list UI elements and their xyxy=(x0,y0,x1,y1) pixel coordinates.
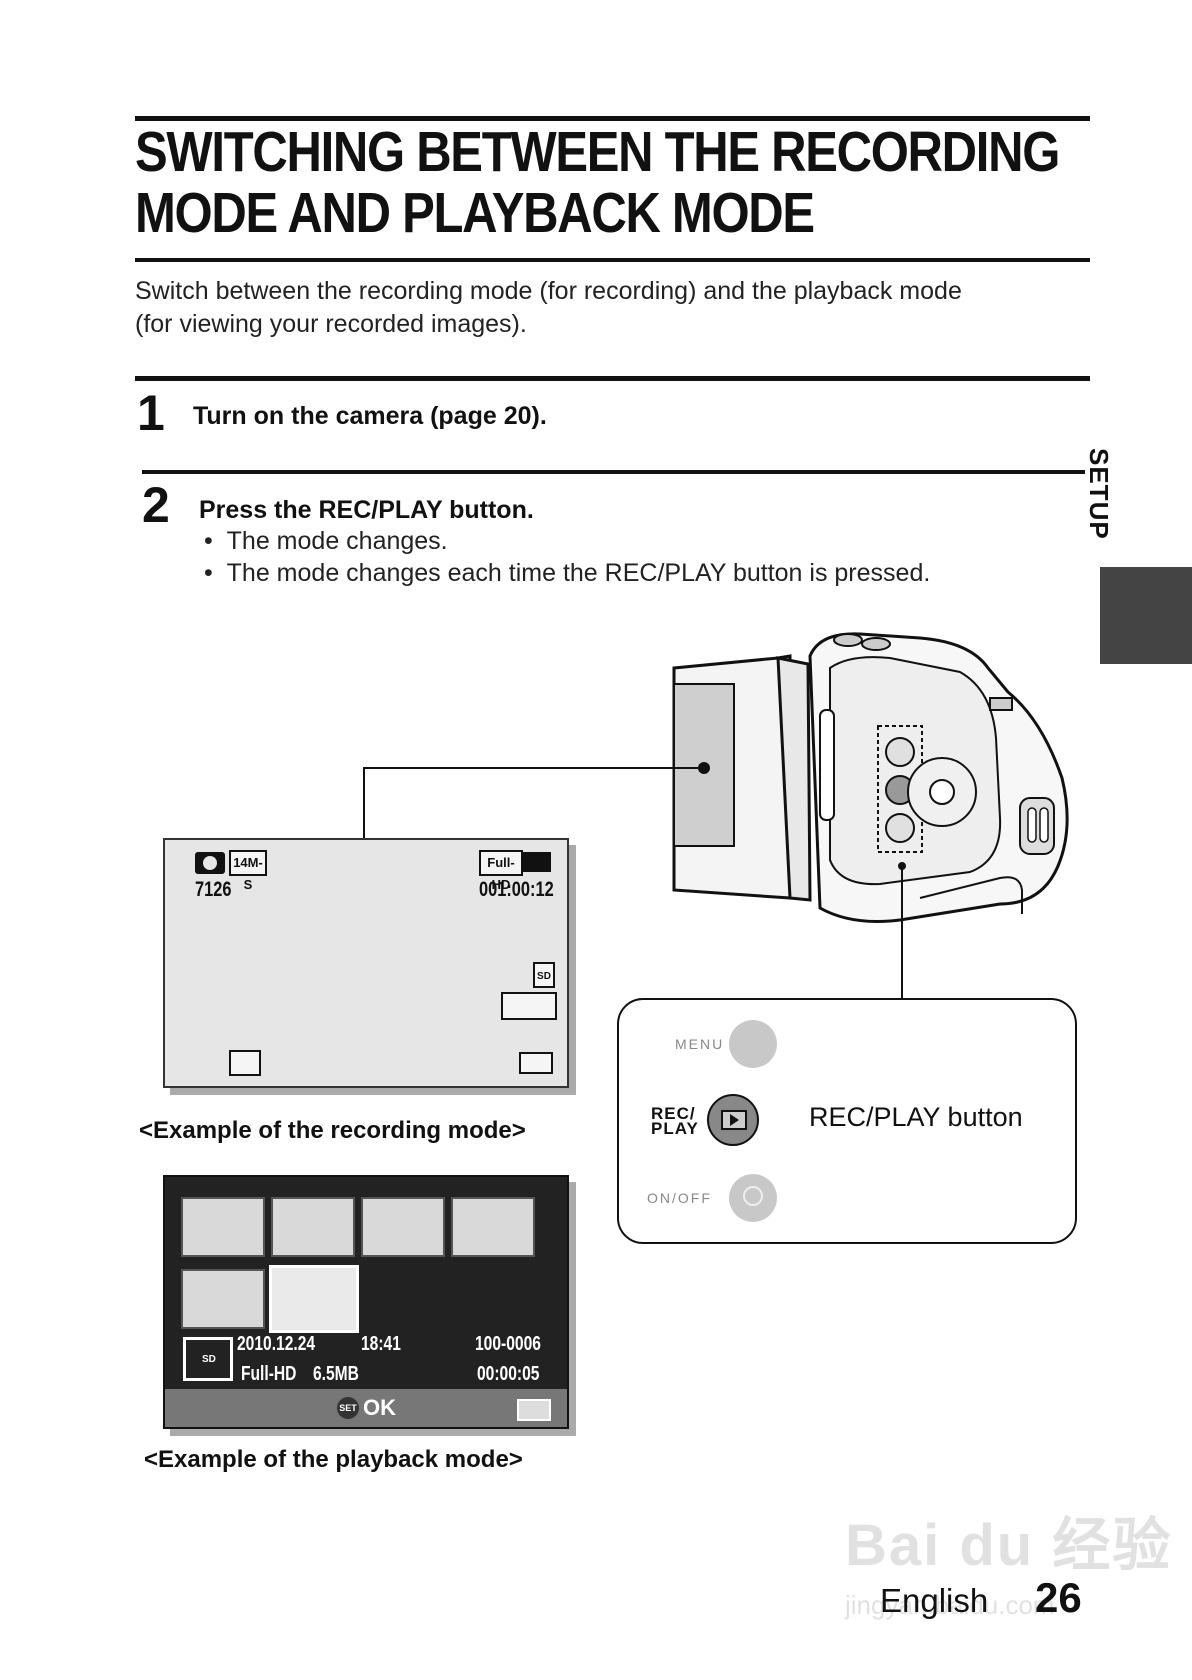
setup-tab xyxy=(1100,567,1192,664)
recording-mode-screen: 14M-S 7126 Full-HD 001:00:12 SD xyxy=(163,838,569,1088)
thumbnail xyxy=(451,1197,535,1257)
camera-icon xyxy=(195,852,225,874)
rec-play-callout-text: REC/PLAY button xyxy=(809,1102,1023,1132)
button-callout: MENU REC/ PLAY REC/PLAY button ON/OFF xyxy=(617,998,1077,1244)
step1-number: 1 xyxy=(137,385,165,441)
ok-label: OK xyxy=(363,1395,396,1420)
step2-bullet2: • The mode changes each time the REC/PLA… xyxy=(204,559,931,587)
step1-rule xyxy=(135,376,1090,381)
page-title: SWITCHING BETWEEN THE RECORDING MODE AND… xyxy=(135,120,1060,245)
recording-mode-caption: <Example of the recording mode> xyxy=(139,1117,526,1144)
thumbnail xyxy=(181,1269,265,1329)
footer-language: English xyxy=(880,1582,989,1619)
title-top-rule xyxy=(135,116,1090,121)
playback-sd-text: SD xyxy=(202,1354,216,1365)
step2-rule xyxy=(142,470,1085,474)
playback-date: 2010.12.24 xyxy=(237,1333,316,1355)
baidu-watermark-url: jingyan.baidu.com xyxy=(845,1590,1055,1620)
sd-card-text: SD xyxy=(537,971,551,982)
playback-bottom-bar: SET OK xyxy=(165,1389,567,1427)
video-camera-icon xyxy=(523,852,551,872)
page-title-line2: MODE AND PLAYBACK MODE xyxy=(135,181,815,245)
playback-file-number: 100-0006 xyxy=(475,1333,541,1355)
video-quality-text: Full-HD xyxy=(487,855,515,892)
page-title-line1: SWITCHING BETWEEN THE RECORDING xyxy=(135,120,1060,184)
thumbnail xyxy=(361,1197,445,1257)
playback-mode-caption: <Example of the playback mode> xyxy=(144,1446,523,1473)
record-time: 001:00:12 xyxy=(479,878,554,901)
menu-label: MENU xyxy=(675,1036,725,1052)
playback-mode-screen: SD 2010.12.24 18:41 100-0006 Full-HD 6.5… xyxy=(163,1175,569,1429)
step1-text: Turn on the camera (page 20). xyxy=(193,402,547,430)
shots-remaining: 7126 xyxy=(195,878,232,901)
stabilizer-icon xyxy=(501,992,557,1020)
step2-bullet1-text: The mode changes. xyxy=(226,527,448,555)
image-size-badge: 14M-S xyxy=(229,850,267,892)
step2-number: 2 xyxy=(142,477,170,533)
sd-card-icon: SD xyxy=(533,962,555,988)
playback-file-size: 6.5MB xyxy=(313,1363,359,1385)
step2-bullet2-text: The mode changes each time the REC/PLAY … xyxy=(226,559,931,587)
playback-quality: Full-HD xyxy=(241,1363,297,1385)
battery-icon xyxy=(519,1052,553,1074)
intro-line2: (for viewing your recorded images). xyxy=(135,310,527,338)
menu-button xyxy=(729,1020,777,1068)
thumbnail xyxy=(271,1197,355,1257)
image-size-text: 14M-S xyxy=(233,855,263,892)
play-icon xyxy=(721,1110,747,1130)
rec-play-label-line1: REC/ xyxy=(651,1104,696,1123)
power-icon xyxy=(743,1186,763,1206)
playback-time: 18:41 xyxy=(361,1333,401,1355)
film-icon: SD xyxy=(183,1337,233,1381)
set-button-icon: SET xyxy=(337,1397,359,1419)
step2-bullet1: • The mode changes. xyxy=(204,527,448,555)
camera-illustration xyxy=(672,632,1069,923)
playback-duration: 00:00:05 xyxy=(477,1363,540,1385)
intro-line1: Switch between the recording mode (for r… xyxy=(135,277,962,305)
power-button xyxy=(729,1174,777,1222)
title-bottom-rule xyxy=(135,258,1090,262)
page-number: 26 xyxy=(1035,1574,1082,1621)
rec-play-button xyxy=(707,1094,759,1146)
white-balance-icon xyxy=(229,1050,261,1076)
baidu-watermark: Bai du 经验 xyxy=(845,1513,1173,1578)
on-off-label: ON/OFF xyxy=(647,1190,712,1206)
step2-text: Press the REC/PLAY button. xyxy=(199,496,534,524)
video-quality-badge: Full-HD xyxy=(479,850,523,892)
intro-text: Switch between the recording mode (for r… xyxy=(135,275,962,341)
playback-battery-icon xyxy=(517,1399,551,1421)
set-text: SET xyxy=(339,1403,357,1413)
thumbnail-selected xyxy=(269,1265,359,1333)
thumbnail xyxy=(181,1197,265,1257)
rec-play-label: REC/ PLAY xyxy=(651,1104,699,1138)
rec-play-label-line2: PLAY xyxy=(651,1119,699,1138)
